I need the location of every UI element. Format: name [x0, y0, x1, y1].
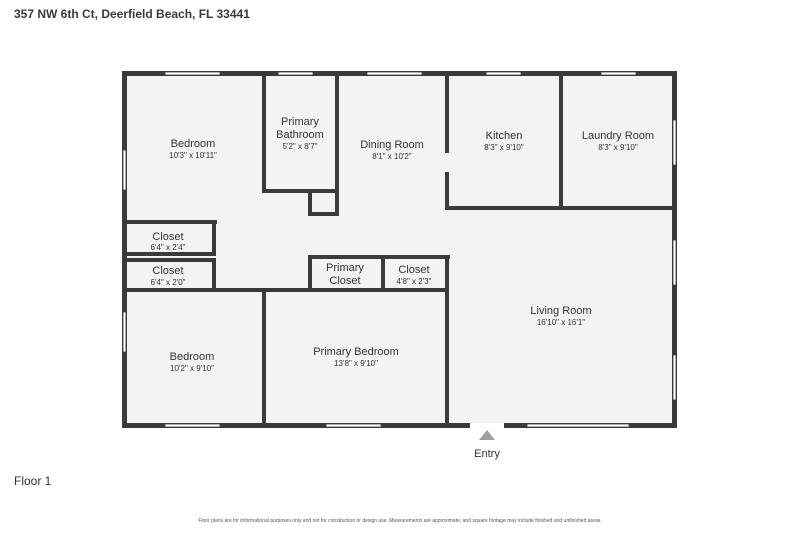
room-dims-closet-1: 6'4" x 2'4"	[151, 243, 186, 252]
floor-label: Floor 1	[14, 474, 52, 488]
room-dims-living-room: 16'10" x 16'1"	[537, 318, 585, 327]
room-name-closet-3: Closet	[398, 264, 429, 276]
entry-label: Entry	[474, 448, 500, 460]
room-dims-closet-2: 6'4" x 2'0"	[151, 278, 186, 287]
room-name-primary-bathroom-line1: Primary	[281, 116, 319, 128]
room-name-bedroom-2: Bedroom	[170, 351, 215, 363]
room-dims-primary-bathroom: 5'2" x 8'7"	[283, 142, 318, 151]
floor-area	[122, 73, 677, 426]
room-dims-bedroom-2: 10'2" x 9'10"	[170, 364, 214, 373]
interior-walls	[122, 73, 675, 426]
room-name-living-room: Living Room	[530, 305, 591, 317]
room-name-bedroom-1: Bedroom	[171, 138, 216, 150]
room-name-primary-closet-line1: Primary	[326, 262, 364, 274]
room-name-laundry-room: Laundry Room	[582, 130, 654, 142]
windows	[122, 71, 677, 428]
room-dims-primary-bedroom: 13'8" x 9'10"	[334, 359, 378, 368]
room-name-closet-1: Closet	[152, 231, 183, 243]
property-address: 357 NW 6th Ct, Deerfield Beach, FL 33441	[14, 7, 250, 21]
entry-arrow-icon	[479, 430, 495, 440]
room-dims-bedroom-1: 10'3" x 10'11"	[169, 151, 217, 160]
room-dims-laundry-room: 8'3" x 9'10"	[598, 143, 638, 152]
disclaimer-text: Floor plans are for informational purpos…	[198, 518, 602, 524]
room-name-primary-bathroom-line2: Bathroom	[276, 129, 324, 141]
room-name-kitchen: Kitchen	[486, 130, 523, 142]
room-dims-dining-room: 8'1" x 10'2"	[372, 152, 412, 161]
room-name-closet-2: Closet	[152, 265, 183, 277]
room-name-primary-bedroom: Primary Bedroom	[313, 346, 399, 358]
room-dims-kitchen: 8'3" x 9'10"	[484, 143, 524, 152]
room-name-primary-closet-line2: Closet	[329, 275, 360, 287]
door-openings	[470, 423, 504, 428]
room-name-dining-room: Dining Room	[360, 139, 424, 151]
room-dims-closet-3: 4'8" x 2'3"	[397, 277, 432, 286]
